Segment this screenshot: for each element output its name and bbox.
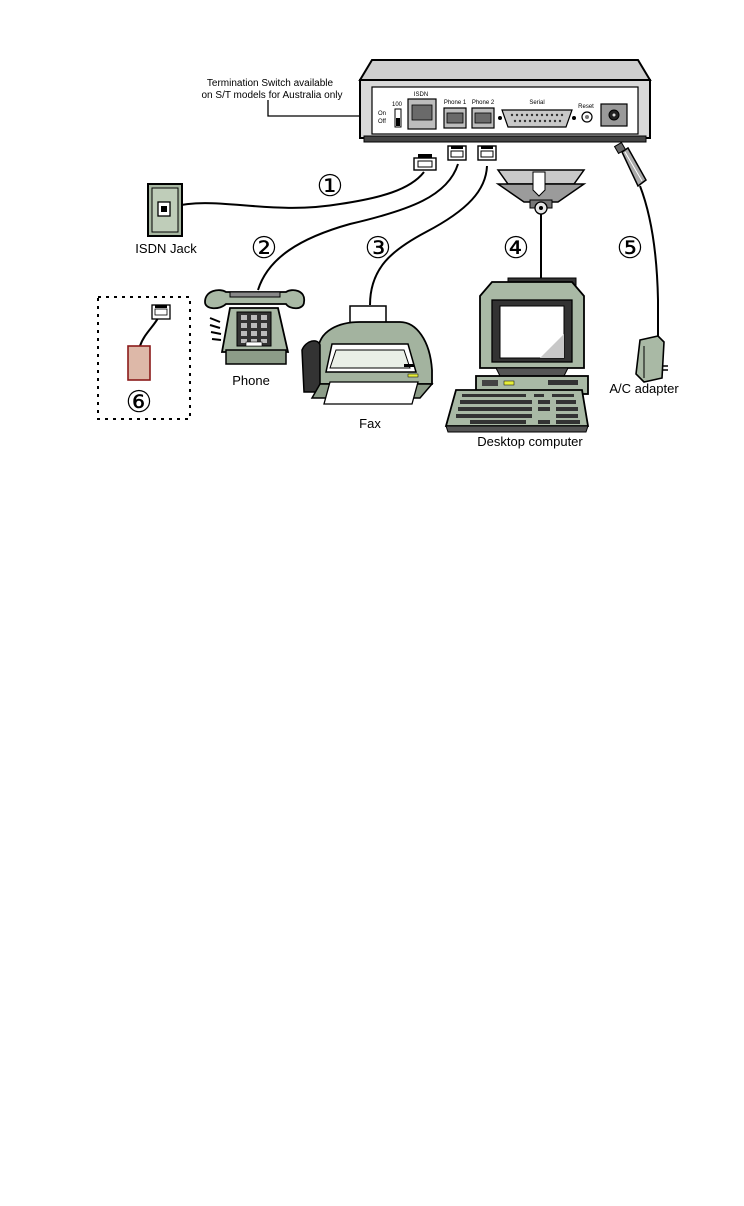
switch-on-label: On bbox=[378, 111, 386, 117]
termination-switch-knob bbox=[396, 118, 400, 126]
serial-screw-right bbox=[572, 116, 576, 120]
device-base bbox=[363, 135, 647, 143]
desktop-computer-icon bbox=[444, 277, 590, 433]
cables bbox=[139, 163, 659, 347]
desktop-label: Desktop computer bbox=[477, 434, 583, 449]
serial-screw-left bbox=[498, 116, 502, 120]
reset-button-center bbox=[585, 115, 589, 119]
phone1-port-label: Phone 1 bbox=[444, 100, 467, 106]
step-1: ① bbox=[317, 170, 344, 203]
fax-icon bbox=[301, 305, 434, 405]
isdn-plug bbox=[413, 154, 437, 171]
note-line-2: on S/T models for Australia only bbox=[202, 90, 343, 101]
step-2: ② bbox=[251, 232, 278, 265]
isdn-port-socket bbox=[411, 104, 433, 121]
phone-icon bbox=[204, 289, 305, 365]
step-4: ④ bbox=[503, 232, 530, 265]
phone-cable bbox=[257, 163, 459, 291]
phone2-port-label: Phone 2 bbox=[472, 100, 495, 106]
extension-device bbox=[127, 345, 151, 381]
extension-plug bbox=[151, 304, 171, 320]
reset-label: Reset bbox=[578, 104, 594, 110]
note-line-1: Termination Switch available bbox=[207, 78, 334, 89]
extension-cable bbox=[139, 317, 159, 347]
fax-cable bbox=[369, 165, 488, 306]
power-plug bbox=[613, 141, 647, 188]
device-top bbox=[358, 59, 652, 81]
ac-adapter-icon bbox=[635, 335, 668, 383]
fax-label: Fax bbox=[359, 416, 381, 431]
power-jack-pin bbox=[612, 113, 616, 117]
isdn-port-label: ISDN bbox=[414, 92, 428, 98]
step-3: ③ bbox=[365, 232, 392, 265]
extension-box-group bbox=[97, 296, 191, 420]
power-cable bbox=[639, 185, 659, 336]
phone1-plug bbox=[447, 145, 467, 161]
phone2-plug bbox=[477, 145, 497, 161]
step-5: ⑤ bbox=[617, 232, 644, 265]
serial-port[interactable] bbox=[501, 109, 573, 128]
step-6: ⑥ bbox=[126, 386, 153, 419]
note-arrow-line bbox=[267, 100, 376, 117]
termination-switch-note: Termination Switch available on S/T mode… bbox=[202, 78, 384, 121]
isdn-jack bbox=[147, 183, 183, 237]
isdn-jack-label: ISDN Jack bbox=[135, 241, 197, 256]
phone2-port-socket bbox=[474, 112, 492, 124]
serial-pins bbox=[510, 113, 564, 123]
terminal-adapter-device: 100 On Off ISDN Phone 1 Phone 2 Serial R… bbox=[358, 59, 652, 143]
serial-connector bbox=[495, 169, 587, 215]
phone1-port-socket bbox=[446, 112, 464, 124]
switch-off-label: Off bbox=[378, 119, 386, 125]
isdn-cable bbox=[171, 171, 425, 209]
step-numbers: ① ② ③ ④ ⑤ ⑥ bbox=[126, 170, 644, 419]
phone-label: Phone bbox=[232, 373, 270, 388]
serial-port-label: Serial bbox=[529, 100, 544, 106]
switch-value-label: 100 bbox=[392, 102, 403, 108]
dotted-boundary bbox=[97, 296, 191, 420]
adapter-label: A/C adapter bbox=[609, 381, 679, 396]
